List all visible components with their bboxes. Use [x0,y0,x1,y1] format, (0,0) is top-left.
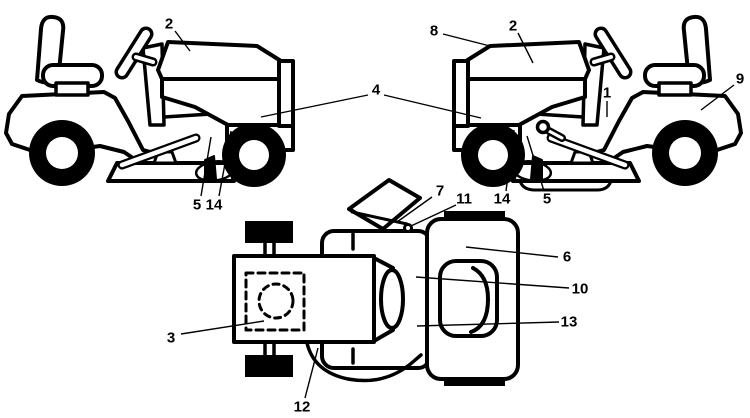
tractor-left-side-view [6,17,293,187]
leader-line-13 [416,321,560,327]
leader-line-2-right [517,32,534,64]
callout-9: 9 [736,71,744,88]
callout-layer: 2 4 5 14 8 2 1 9 14 5 7 11 610 13 3 12 [165,16,744,416]
hood-top-view [232,254,376,344]
callout-1: 1 [603,85,611,102]
callout-7: 7 [436,183,444,200]
rear-wheel-pad-bottom [444,377,505,386]
tractor-right-side-view [454,17,741,190]
leader-line-9 [700,84,735,111]
discharge-chute [347,178,422,231]
leader-line-8 [442,33,491,47]
callout-14-right: 14 [494,191,511,208]
seat-contour [469,266,490,334]
callout-13: 13 [561,314,578,331]
callout-11: 11 [456,191,472,208]
leader-line-4-shared [260,94,369,118]
leader-line-5-left [200,136,212,197]
leader-line-3 [180,320,265,335]
leader-line-2-left [174,30,191,52]
leader-line-14-right [505,129,515,192]
callout-12: 12 [294,399,311,416]
front-axles [263,241,276,357]
chute-pivot [403,223,413,233]
callout-2-right: 2 [509,18,517,35]
callout-6: 6 [563,249,571,266]
tractor-top-view [232,178,520,386]
leader-line-7 [396,196,433,223]
callout-4-shared: 4 [372,82,381,99]
front-wheel-top [245,221,293,243]
leader-line-11 [410,204,457,227]
callout-14-left: 14 [206,197,223,214]
leader-line-6 [465,246,559,258]
rear-wheel-pad-top [444,211,505,220]
leader-line-4-shared [383,94,482,119]
front-wheel-bottom [245,355,293,377]
callout-3: 3 [167,330,175,347]
leader-line-5-right [526,135,545,192]
deck-skirt [518,179,613,192]
callout-8: 8 [430,23,438,40]
engine-dashed-outline [244,271,306,332]
leader-line-12 [304,347,319,399]
leader-line-10 [415,276,570,289]
engine-dashed-circle [257,282,295,320]
callout-5-right: 5 [543,191,551,208]
steering-wheel-top-view [379,268,405,330]
callout-5-left: 5 [193,197,201,214]
callout-10: 10 [572,281,589,298]
callout-2-left: 2 [165,16,173,33]
leader-line-14-left [218,130,232,197]
lever-knob [535,119,551,135]
